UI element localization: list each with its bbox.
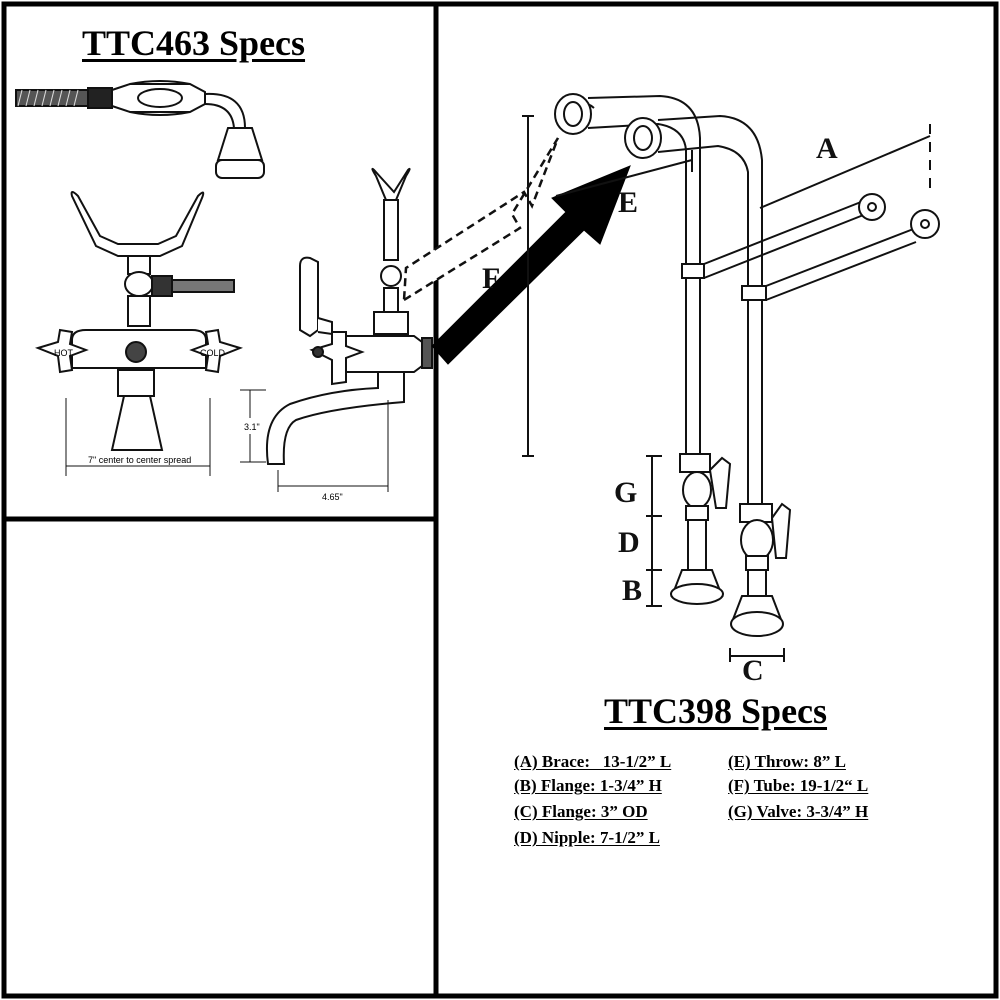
dimension-label-g: G: [614, 476, 637, 509]
dashed-arrow: [402, 137, 560, 303]
dimension-label-f: F: [482, 262, 500, 295]
spec-tube: (F) Tube: 19-1/2“ L: [728, 776, 869, 795]
dimension-lines: [522, 115, 931, 662]
faucet-side-view: [240, 167, 433, 492]
hot-label: HOT: [54, 348, 74, 358]
ttc463-title: TTC463 Specs: [82, 23, 306, 63]
spread-dimension: 7" center to center spread: [88, 455, 191, 465]
spec-throw: (E) Throw: 8” L: [728, 752, 846, 771]
dimension-label-c: C: [742, 654, 764, 687]
dimension-label-b: B: [622, 574, 642, 607]
reach-dimension: 4.65": [322, 492, 343, 502]
dimension-label-a: A: [816, 132, 838, 165]
faucet-front-view: [34, 191, 244, 476]
supply-lines-drawing: [554, 93, 940, 637]
spec-valve: (G) Valve: 3-3/4” H: [728, 802, 869, 821]
spec-nipple: (D) Nipple: 7-1/2” L: [514, 828, 660, 847]
spec-flange-height: (B) Flange: 1-3/4” H: [514, 776, 662, 795]
dimension-label-e: E: [618, 186, 638, 219]
spec-flange-od: (C) Flange: 3” OD: [514, 802, 648, 821]
spec-brace: (A) Brace: 13-1/2” L: [514, 752, 672, 771]
dimension-label-d: D: [618, 526, 640, 559]
cold-label: COLD: [200, 348, 226, 358]
solid-arrow: [431, 165, 631, 365]
height-dimension: 3.1": [244, 422, 260, 432]
hand-shower-drawing: [15, 80, 265, 179]
ttc398-title: TTC398 Specs: [604, 691, 828, 731]
